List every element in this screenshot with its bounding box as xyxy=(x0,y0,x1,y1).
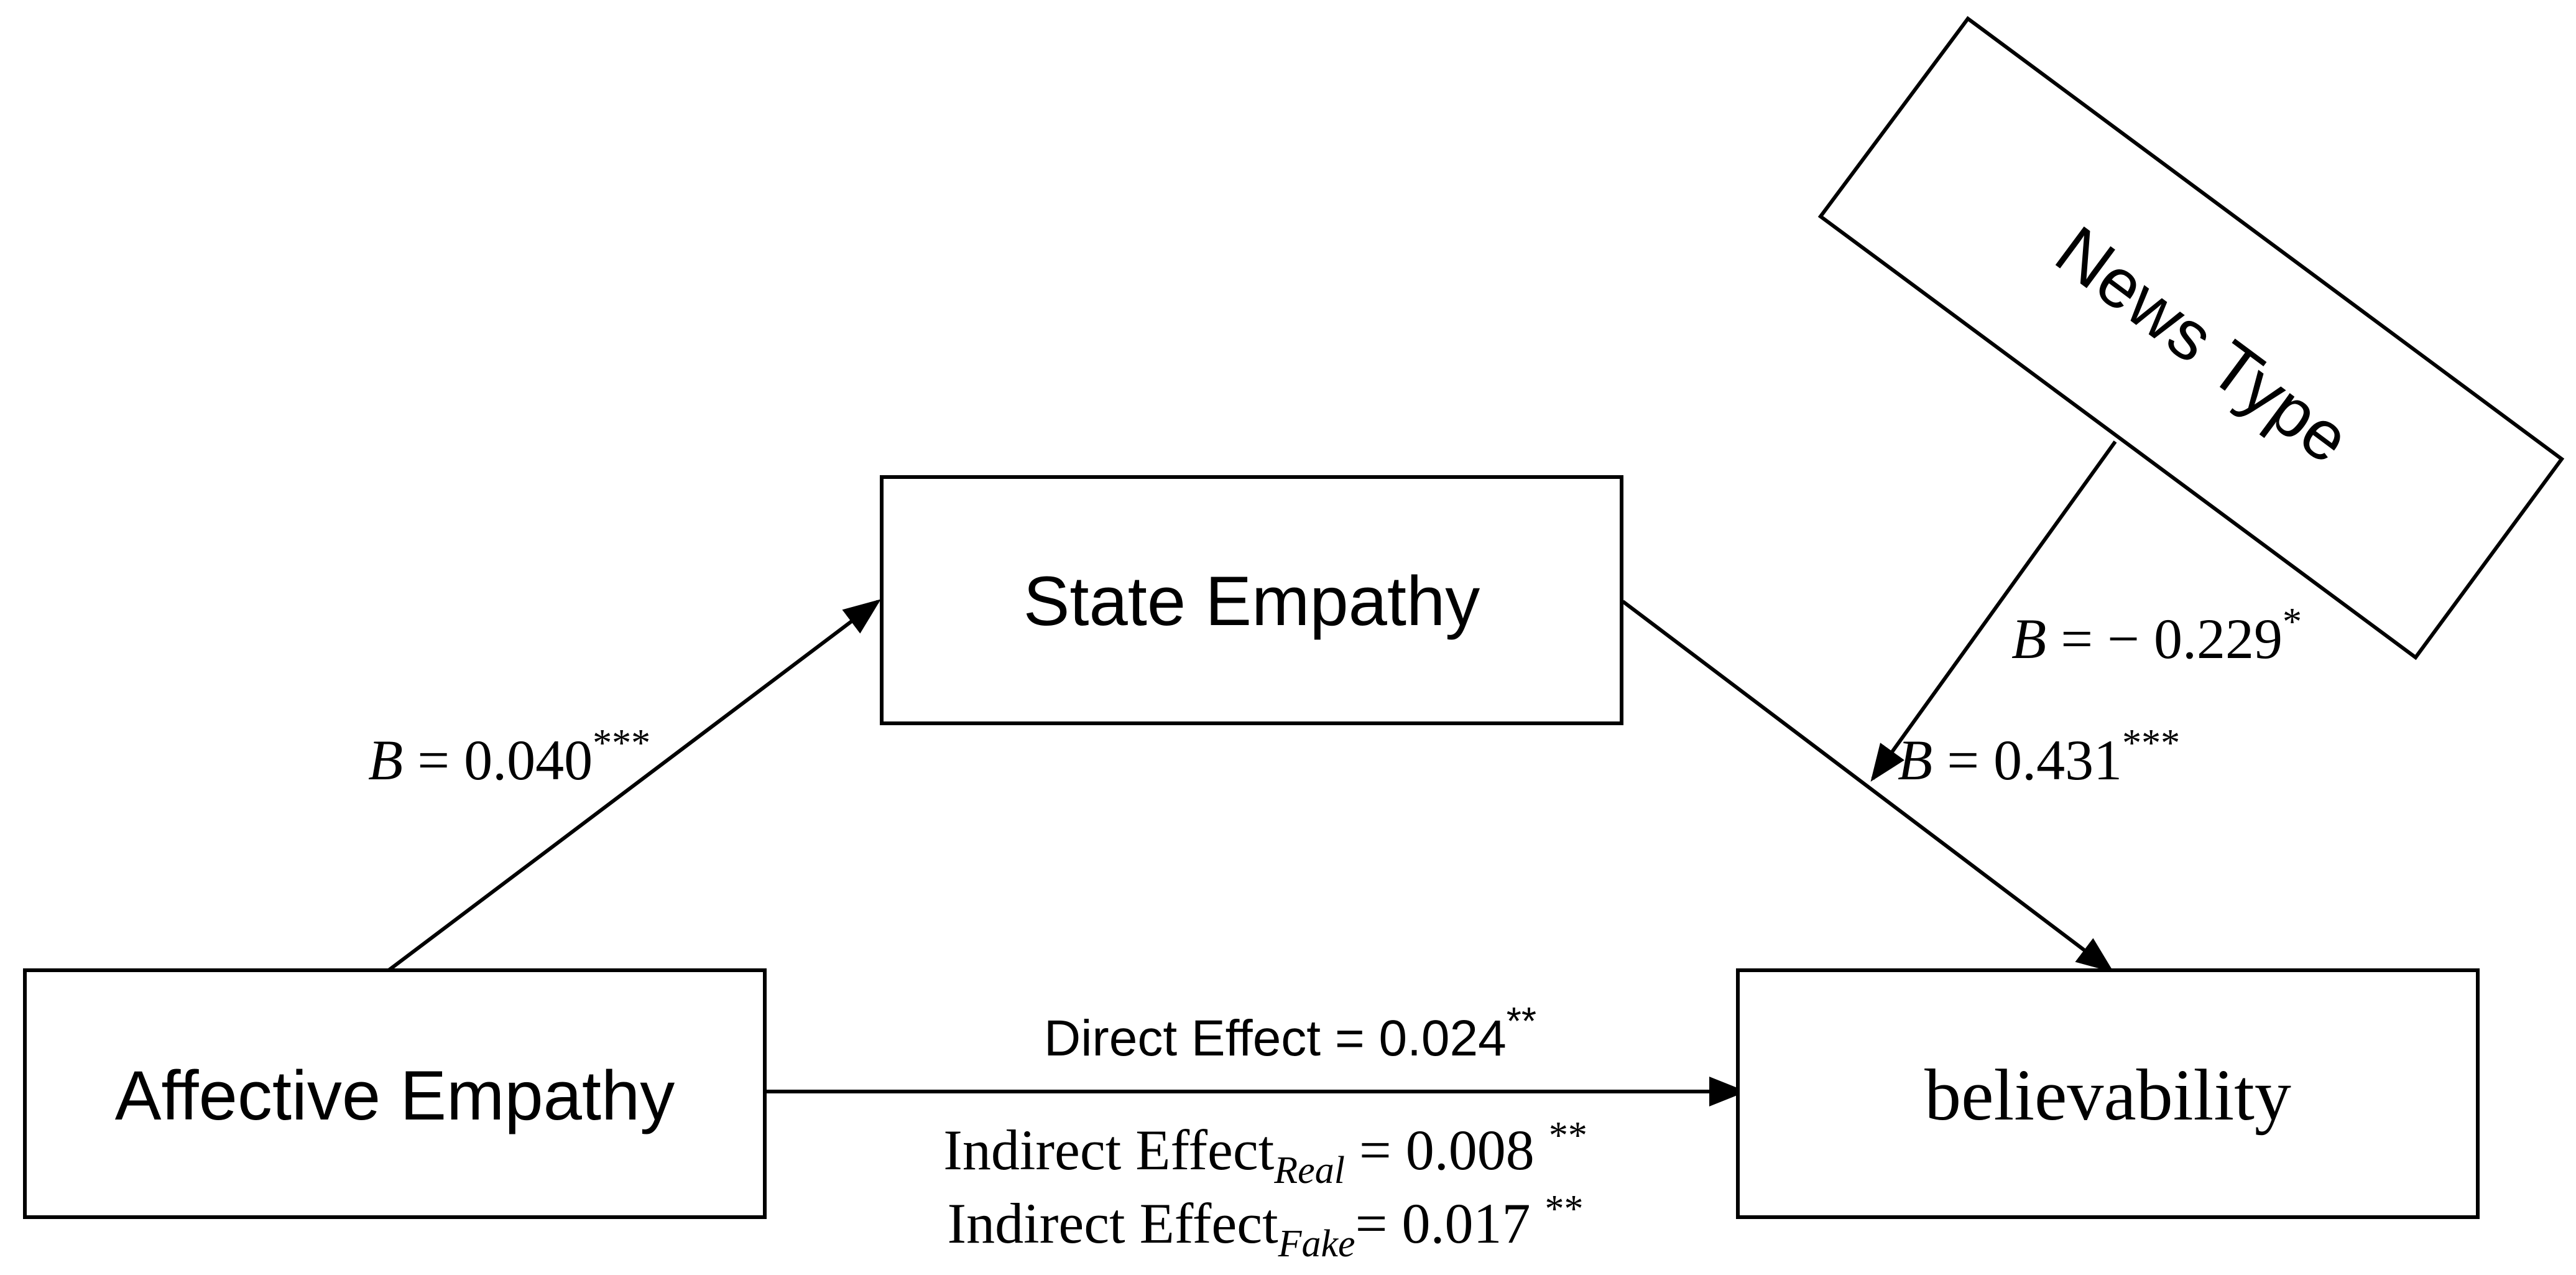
arrow-state-to-believability xyxy=(1622,600,2114,973)
path-a-coefficient: B = 0.040*** xyxy=(368,722,650,792)
node-state-empathy: State Empathy xyxy=(880,475,1623,725)
node-affective-empathy-label: Affective Empathy xyxy=(115,1057,675,1134)
direct-effect: Direct Effect = 0.024** xyxy=(1044,1000,1536,1067)
indirect-effect-fake: Indirect EffectFake= 0.017 ** xyxy=(948,1188,1584,1265)
node-state-empathy-label: State Empathy xyxy=(1023,562,1480,640)
arrow-affective-to-state xyxy=(387,599,881,972)
node-believability: believability xyxy=(1736,968,2480,1219)
path-b-coefficient: B = 0.431*** xyxy=(1898,722,2180,792)
node-news-type: News Type xyxy=(1817,16,2565,661)
node-believability-label: believability xyxy=(1924,1054,2291,1136)
node-affective-empathy: Affective Empathy xyxy=(23,968,767,1219)
moderation-coefficient: B = − 0.229* xyxy=(2011,601,2302,670)
arrow-newstype-moderation xyxy=(1870,440,2117,782)
indirect-effect-real: Indirect EffectReal = 0.008 ** xyxy=(943,1115,1587,1192)
